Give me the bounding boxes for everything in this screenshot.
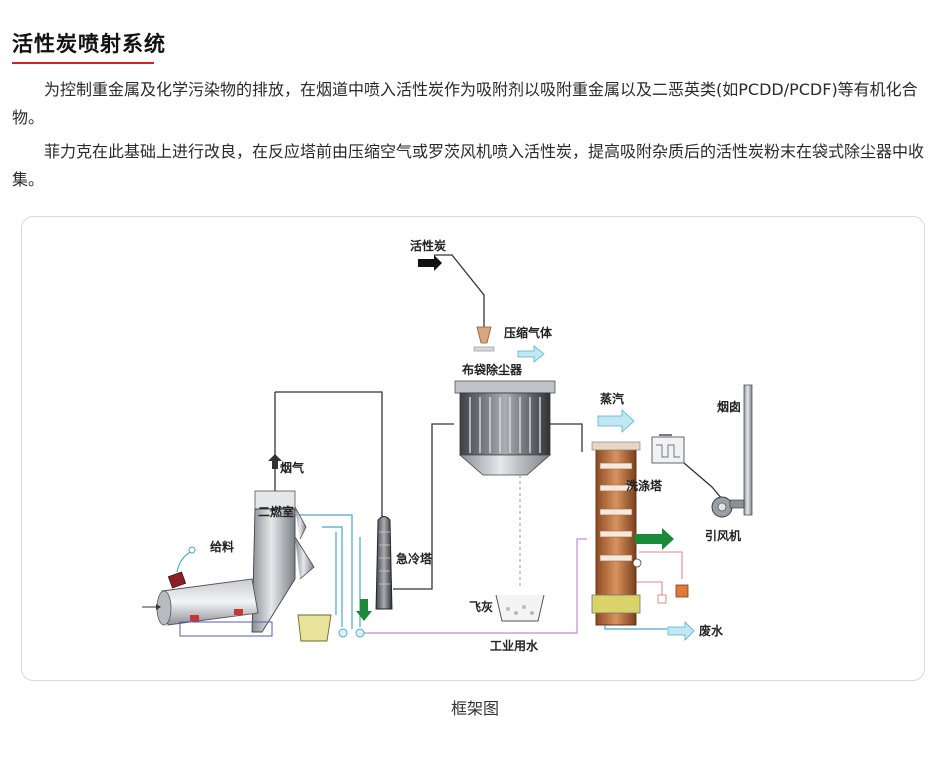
pump-icon <box>632 558 689 604</box>
quench-tower <box>375 516 393 610</box>
bag-filter-unit <box>454 380 556 589</box>
paragraph-1: 为控制重金属及化学污染物的排放，在烟道中喷入活性炭作为吸附剂以吸附重金属以及二恶… <box>12 80 918 127</box>
rotary-kiln <box>142 578 273 637</box>
diagram-caption: 框架图 <box>450 699 499 718</box>
scrubber-outlet-arrow <box>635 528 674 550</box>
water-pump-icons <box>338 628 365 638</box>
label-feed: 给料 <box>210 539 234 554</box>
ash-tank <box>297 614 332 642</box>
flue-gas-arrow <box>268 454 282 469</box>
label-bag-filter: 布袋除尘器 <box>462 362 523 377</box>
feed-hopper <box>167 546 196 589</box>
heat-exchanger <box>651 436 685 464</box>
steam-arrow <box>597 409 635 433</box>
title-underline <box>12 62 154 64</box>
label-quench-tower: 急冷塔 <box>396 551 433 566</box>
label-industrial-water: 工业用水 <box>490 638 539 653</box>
activated-carbon-arrow <box>418 255 442 271</box>
label-chimney: 烟囱 <box>717 399 741 414</box>
induced-fan <box>711 496 745 518</box>
fly-ash-bin <box>495 594 545 622</box>
quench-inlet-arrow <box>356 599 372 621</box>
waste-water-arrow <box>667 621 695 641</box>
section-title: 活性炭喷射系统 <box>12 32 166 56</box>
label-activated-carbon: 活性炭 <box>410 238 446 253</box>
label-scrubber: 洗涤塔 <box>626 478 663 493</box>
injection-nozzle-icon <box>473 326 495 352</box>
scrubber-tower <box>591 441 641 626</box>
label-fly-ash: 飞灰 <box>469 599 493 614</box>
chimney <box>743 384 753 516</box>
label-steam: 蒸汽 <box>600 391 624 406</box>
label-compressed-gas: 压缩气体 <box>504 325 553 340</box>
label-waste-water: 废水 <box>699 623 724 638</box>
label-induced-fan: 引风机 <box>705 528 741 543</box>
secondary-combustion-chamber <box>251 490 315 633</box>
process-diagram: 活性炭 压缩气体 布袋除尘器 <box>142 238 753 653</box>
label-flue-gas: 烟气 <box>280 460 304 475</box>
label-secondary-chamber: 二燃室 <box>258 504 294 519</box>
recirculation-pipe <box>633 551 683 595</box>
compressed-gas-arrow <box>517 345 545 363</box>
diagram-frame: 活性炭 压缩气体 布袋除尘器 <box>21 216 925 681</box>
paragraph-2: 菲力克在此基础上进行改良，在反应塔前由压缩空气或罗茨风机喷入活性炭，提高吸附杂质… <box>12 142 925 189</box>
water-pipe-network <box>294 514 667 634</box>
